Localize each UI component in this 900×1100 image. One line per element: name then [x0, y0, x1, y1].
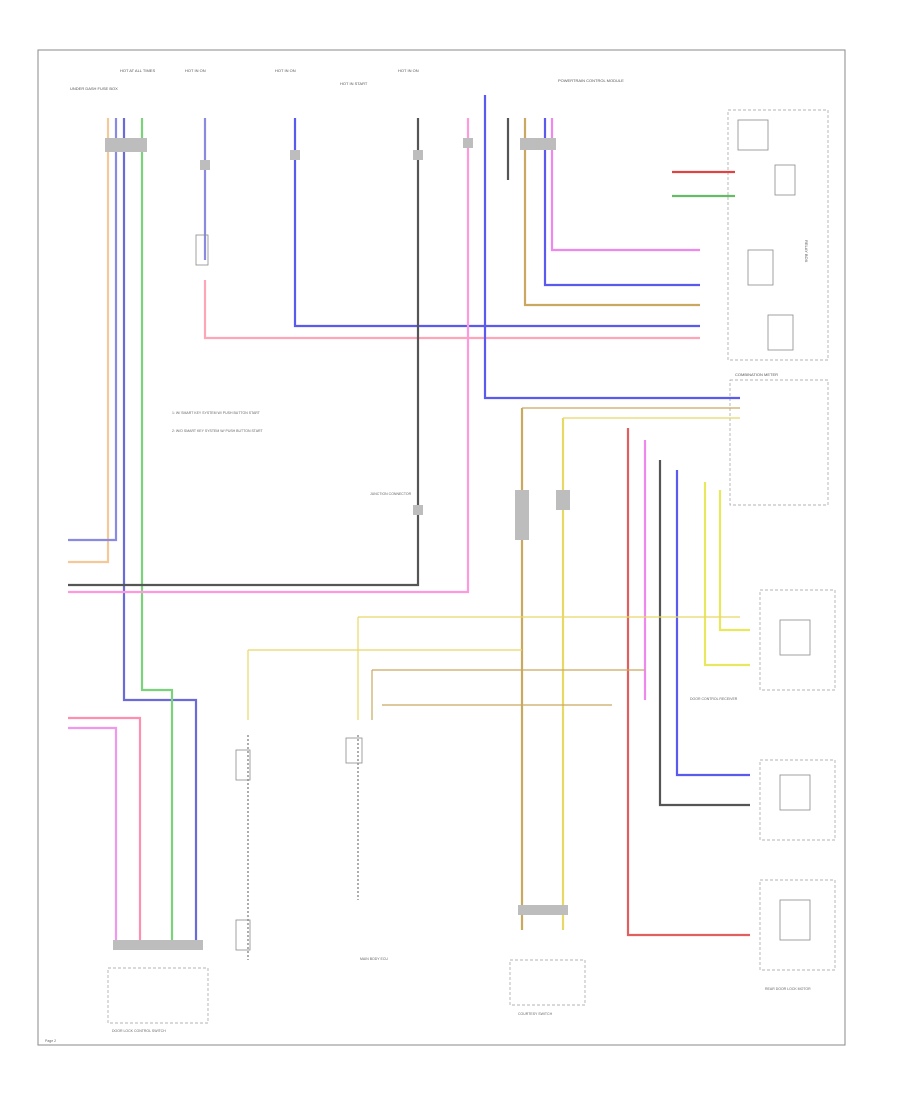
front-door-lock-motor-rh — [759, 589, 836, 691]
relay-box — [727, 109, 829, 361]
label-rear-door-lock: REAR DOOR LOCK MOTOR — [765, 987, 811, 991]
motor-lh-symbol — [779, 774, 811, 811]
motor-rh-symbol — [779, 619, 811, 656]
label-junction: JUNCTION CONNECTOR — [370, 492, 412, 496]
label-relay-box: RELAY BOX — [804, 240, 809, 263]
component-a — [235, 749, 251, 781]
fuse-component — [195, 234, 209, 266]
page-ref: Page 2 — [45, 1039, 56, 1043]
component-c — [345, 737, 363, 764]
label-door-control: DOOR CONTROL RECEIVER — [690, 697, 738, 701]
label-hot-on-2: HOT IN ON — [275, 68, 296, 73]
label-hot-on-1: HOT IN ON — [185, 68, 206, 73]
courtesy-switch — [509, 959, 586, 1006]
label-courtesy-switch: COURTESY SWITCH — [518, 1012, 553, 1016]
rear-door-lock-motor — [759, 879, 836, 971]
component-b — [235, 919, 251, 951]
front-door-lock-motor-lh — [759, 759, 836, 841]
label-hot-always-1: HOT AT ALL TIMES — [120, 68, 155, 73]
label-body-ecu: MAIN BODY ECU — [360, 957, 388, 961]
label-powertrain: POWERTRAIN CONTROL MODULE — [558, 78, 624, 83]
top-labels: UNDER DASH FUSE BOX HOT AT ALL TIMES HOT… — [70, 68, 624, 91]
label-combination-meter: COMBINATION METER — [735, 372, 778, 377]
relay-contact-1 — [737, 119, 769, 151]
left-wire-bundle — [68, 118, 198, 940]
label-hot-start: HOT IN START — [340, 81, 368, 86]
relay-switch — [767, 314, 794, 351]
label-door-lock-ctrl-sw: DOOR LOCK CONTROL SWITCH — [112, 1029, 166, 1033]
diagram-frame — [37, 49, 846, 1046]
note-2: 2: W/O SMART KEY SYSTEM W/ PUSH BUTTON S… — [172, 429, 263, 433]
relay-contact-2 — [774, 164, 796, 196]
rear-motor-symbol — [779, 899, 811, 941]
door-lock-control-switch — [107, 967, 209, 1024]
note-1: 1: W/ SMART KEY SYSTEM W/ PUSH BUTTON ST… — [172, 411, 261, 415]
relay-coil — [747, 249, 774, 286]
label-hot-on-3: HOT IN ON — [398, 68, 419, 73]
label-under-dash-fuse: UNDER DASH FUSE BOX — [70, 86, 118, 91]
connector-markers — [105, 138, 570, 950]
combination-meter — [729, 379, 829, 506]
